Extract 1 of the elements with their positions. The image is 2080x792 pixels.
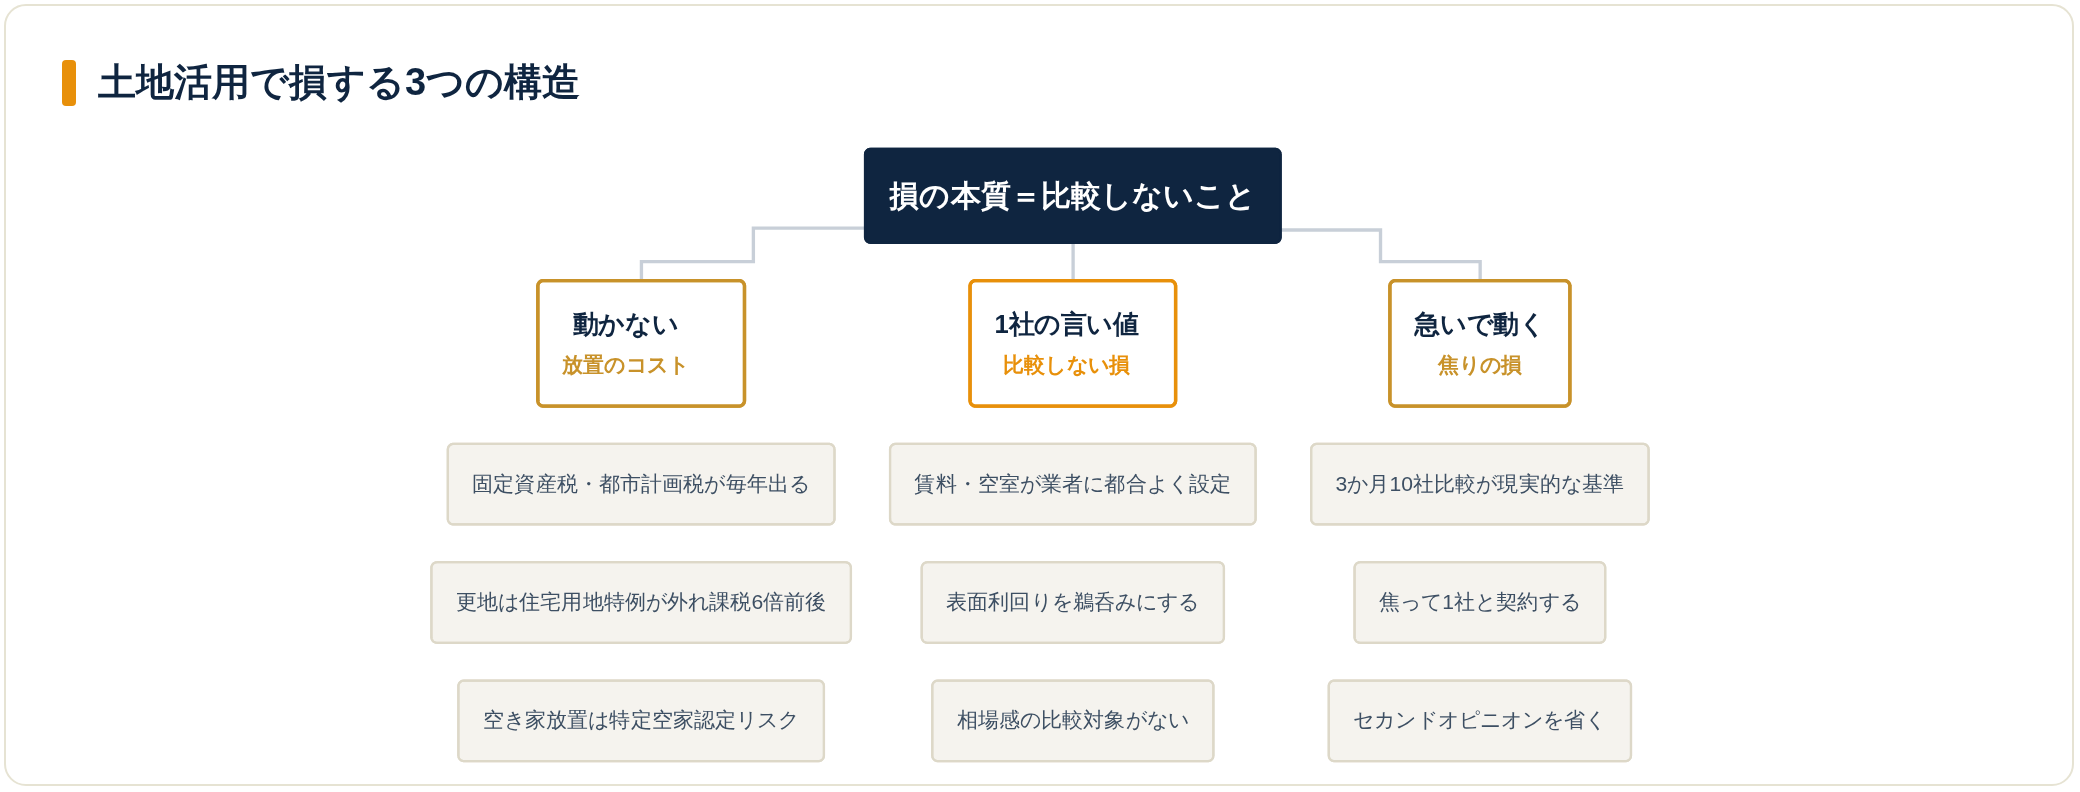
diagram-title: 土地活用で損する3つの構造: [98, 60, 581, 106]
